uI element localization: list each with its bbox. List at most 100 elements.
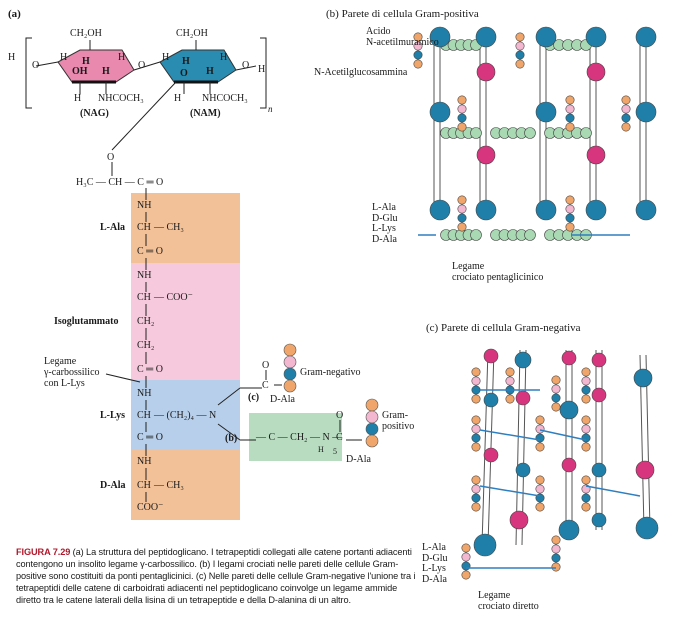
stem-bead: [471, 493, 481, 503]
o-left: O: [32, 60, 40, 71]
nag-h5: H: [74, 93, 82, 104]
lys-chain: — (CH₂)₄ — N: [154, 410, 217, 421]
gram-pos-bead: [365, 434, 379, 448]
backbone-bead: [514, 351, 532, 369]
backbone-bead: [515, 390, 531, 406]
gly-h: H: [318, 445, 324, 454]
stem-bead: [565, 204, 575, 214]
l-lys-label: L-Lys: [100, 410, 126, 421]
stem-bead: [457, 95, 467, 105]
nam-h5: H: [174, 93, 182, 104]
stem-bead: [565, 213, 575, 223]
gly-five: 5: [333, 447, 337, 456]
stem-bead: [581, 376, 591, 386]
nag-h3: H: [82, 56, 90, 67]
backbone-bead: [483, 348, 499, 364]
pentaglycine-bead: [524, 229, 536, 241]
stem-bead: [621, 122, 631, 132]
nam-ch2oh: CH₂OH: [176, 28, 208, 39]
stem-bead: [581, 385, 591, 395]
stem-bead: [581, 475, 591, 485]
stem-bead: [471, 415, 481, 425]
direct-link: [539, 429, 587, 441]
nam-bead: [635, 26, 657, 48]
stem-bead: [515, 59, 525, 69]
stem-bead: [515, 32, 525, 42]
stem-bead: [505, 394, 515, 404]
stem-bead: [551, 544, 561, 554]
nam-bead: [635, 199, 657, 221]
nh-1: NH: [137, 200, 152, 211]
nam-nhcoch3: NHCOCH₃: [202, 93, 248, 104]
stem-bead: [581, 493, 591, 503]
nam-label: (NAM): [190, 108, 221, 119]
co-3: C ═ O: [137, 432, 163, 443]
stem-bead: [551, 393, 561, 403]
legame-gamma-label: Legame γ-carbossilico con L-Lys: [44, 356, 100, 389]
ch-4: CH: [137, 480, 151, 491]
stem-bead: [581, 502, 591, 512]
nam-o: O: [180, 68, 188, 79]
nag-ch2oh: CH₂OH: [70, 28, 102, 39]
lactyl-o: O: [107, 152, 115, 163]
stem-bead: [551, 553, 561, 563]
acetil-label: N-Acetilglucosammina: [314, 67, 408, 78]
stem-bead: [457, 195, 467, 205]
stem-bead: [471, 442, 481, 452]
pentaglycine-bead: [580, 127, 592, 139]
figure-number: FIGURA 7.29: [16, 547, 71, 557]
nag-h2: H: [118, 52, 126, 63]
backbone-bead: [591, 387, 607, 403]
stem-bead: [621, 113, 631, 123]
acido-label: Acido N-acetilmuramico: [366, 26, 439, 48]
c-pos: C: [336, 432, 343, 443]
panel-b-label: (b) Parete di cellula Gram-positiva: [326, 8, 479, 20]
nag-bead: [586, 145, 606, 165]
nam-bead: [535, 101, 557, 123]
n-subscript: n: [268, 104, 273, 114]
coo-end: COO⁻: [137, 502, 164, 513]
stem-bead: [457, 204, 467, 214]
stem-bead: [551, 402, 561, 412]
nam-bead: [585, 26, 607, 48]
nam-bead: [429, 199, 451, 221]
pentaglycine-bead: [524, 127, 536, 139]
l-ala-label: L-Ala: [100, 222, 125, 233]
backbone-bead: [591, 462, 607, 478]
d-ala-band: [131, 450, 240, 520]
ch2-1: CH₂: [137, 316, 155, 327]
backbone-bead: [561, 457, 577, 473]
panel-b-legame-label: Legame crociato pentaglicinico: [452, 261, 544, 283]
stem-bead: [461, 552, 471, 562]
nag-nhcoch3: NHCOCH₃: [98, 93, 144, 104]
backbone-bead: [635, 516, 659, 540]
right-bracket: [260, 37, 267, 109]
figure-caption: FIGURA 7.29 (a) La struttura del peptido…: [16, 546, 416, 606]
ch3-1: — CH₃: [154, 222, 184, 233]
d-ala-neg: D-Ala: [270, 394, 295, 405]
backbone-bead: [509, 510, 529, 530]
h-right: H: [258, 64, 266, 75]
stem-bead: [413, 50, 423, 60]
stem-bead: [535, 442, 545, 452]
stem-bead: [461, 570, 471, 580]
gram-pos-label: Gram- positivo: [382, 410, 415, 432]
b-branch-label: (b): [225, 433, 238, 444]
stem-bead: [535, 502, 545, 512]
stem-bead: [621, 104, 631, 114]
direct-link: [479, 429, 541, 441]
nag-bead: [586, 62, 606, 82]
stem-bead: [471, 502, 481, 512]
stem-bead: [565, 113, 575, 123]
stem-bead: [565, 104, 575, 114]
stem-bead: [535, 475, 545, 485]
isoglutammato-label: Isoglutammato: [54, 316, 119, 327]
backbone-bead: [483, 392, 499, 408]
stem-bead: [551, 535, 561, 545]
stem-bead: [515, 41, 525, 51]
ch2-2: CH₂: [137, 340, 155, 351]
stem-bead: [471, 394, 481, 404]
lactyl-group: H₃C — CH — C ═ O: [76, 177, 164, 188]
h-left: H: [8, 52, 16, 63]
